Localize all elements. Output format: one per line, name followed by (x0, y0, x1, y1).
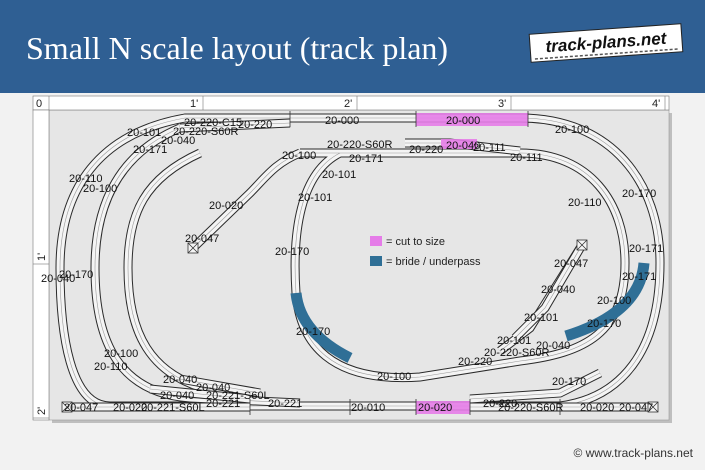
track-label: 20-047 (185, 233, 219, 245)
copyright-notice: © www.track-plans.net (573, 446, 693, 460)
track-label: 20-040 (41, 273, 75, 285)
track-label: 20-020 (580, 402, 614, 414)
bridge-piece (564, 262, 650, 342)
legend: = cut to size = bride / underpass (370, 236, 481, 268)
top-ruler (32, 95, 670, 111)
track-label: 20-220-S60R (484, 347, 549, 359)
track-centerline (514, 244, 583, 339)
track-label: 20-040 (163, 374, 197, 386)
track-label: 20-100 (104, 348, 138, 360)
track-centerline (294, 152, 626, 378)
track-label: 20-170 (587, 318, 621, 330)
track-label: 20-220 (409, 144, 443, 156)
track-label: 20-040 (446, 140, 480, 152)
ruler-label-1ft: 1' (190, 98, 198, 110)
track-label: 20-040 (536, 340, 570, 352)
track-label: 20-220 (483, 398, 517, 410)
track-label: 20-000 (446, 115, 480, 127)
track-label: 20-020 (113, 402, 147, 414)
track-label: 20-020 (209, 200, 243, 212)
track-label: 20-171 (349, 153, 383, 165)
track-label: 20-040 (196, 382, 230, 394)
track-label: 20-110 (69, 173, 102, 185)
piece-joints (249, 111, 561, 415)
track-label: 20-170 (59, 269, 93, 281)
buffer-stop-icon (61, 401, 73, 413)
track-label: 20-171 (622, 271, 656, 283)
track-label: 20-047 (554, 258, 588, 270)
buffer-stop-icon (187, 242, 199, 254)
track-label: 20-101 (497, 335, 531, 347)
ruler-label-4ft: 4' (652, 98, 660, 110)
track-label: 20-171 (629, 243, 663, 255)
track-label: 20-110 (94, 361, 127, 373)
track-label: 20-170 (275, 246, 309, 258)
track-label: 20-047 (619, 402, 653, 414)
track-label: 20-101 (127, 127, 161, 139)
track-label: 20-010 (351, 402, 385, 414)
buffer-stop-icon (647, 401, 659, 413)
track-label: 20-111 (510, 152, 543, 164)
cut-piece (416, 401, 470, 414)
track-label: 20-221-S60L (141, 402, 205, 414)
track-label: 20-110 (568, 197, 601, 209)
track-label: 20-220 (458, 356, 492, 368)
track-plans-logo: track-plans.net (528, 23, 684, 63)
buffer-stop-icon (576, 239, 588, 251)
track-label: 20-170 (622, 188, 656, 200)
track-centerline (469, 372, 653, 408)
track-label: 20-040 (160, 390, 194, 402)
track-label: 20-220-C15 (184, 117, 242, 129)
ruler-label-left-2ft: 2' (36, 407, 48, 415)
ruler-label-0: 0 (36, 98, 42, 110)
header-banner: Small N scale layout (track plan) track-… (0, 0, 705, 93)
track-label: 20-220-S60R (173, 126, 238, 138)
track-label: 20-100 (377, 371, 411, 383)
ruler-label-3ft: 3' (498, 98, 506, 110)
buffer-stops (61, 239, 659, 413)
track-label: 20-000 (325, 115, 359, 127)
track-label: 20-040 (161, 135, 195, 147)
track-label: 20-170 (296, 326, 330, 338)
track-label: 20-111 (473, 142, 506, 154)
highlight-pieces (290, 113, 650, 414)
track-label: 20-020 (418, 402, 452, 414)
track-label: 20-221-S60L (206, 390, 270, 402)
track-label: 20-100 (282, 150, 316, 162)
track-label: 20-171 (133, 144, 167, 156)
track-label: 20-101 (298, 192, 332, 204)
track-centerline (67, 378, 261, 408)
track-label: 20-101 (524, 312, 558, 324)
track-plan: 0 1' 2' 3' 4' 1' 2' (32, 95, 672, 423)
legend-label-cut: = cut to size (386, 236, 445, 248)
legend-swatch-cut (370, 236, 382, 246)
track-label: 20-220-S60R (498, 402, 563, 414)
track-label: 20-101 (322, 169, 356, 181)
track-label: 20-100 (83, 183, 117, 195)
legend-label-bridge: = bride / underpass (386, 256, 481, 268)
diagram-area: 0 1' 2' 3' 4' 1' 2' (0, 93, 705, 470)
track-label: 20-220 (238, 119, 272, 131)
track-label: 20-221 (268, 398, 302, 410)
legend-swatch-bridge (370, 256, 382, 266)
ruler-label-2ft: 2' (344, 98, 352, 110)
track-label: 20-040 (541, 284, 575, 296)
track-centerline (192, 152, 301, 249)
cut-piece (416, 113, 528, 126)
track-label: 20-220-S60R (327, 139, 392, 151)
track-centerline (94, 122, 301, 404)
page-title: Small N scale layout (track plan) (26, 30, 449, 66)
track-label: 20-100 (597, 295, 631, 307)
ruler-label-left-1ft: 1' (36, 253, 48, 261)
left-ruler (32, 109, 50, 421)
track-label: 20-047 (64, 402, 98, 414)
track-label: 20-170 (552, 376, 586, 388)
track-label: 20-100 (555, 124, 589, 136)
bridge-piece (290, 292, 353, 363)
track-label: 20-221 (206, 398, 240, 410)
cut-piece (441, 139, 477, 149)
